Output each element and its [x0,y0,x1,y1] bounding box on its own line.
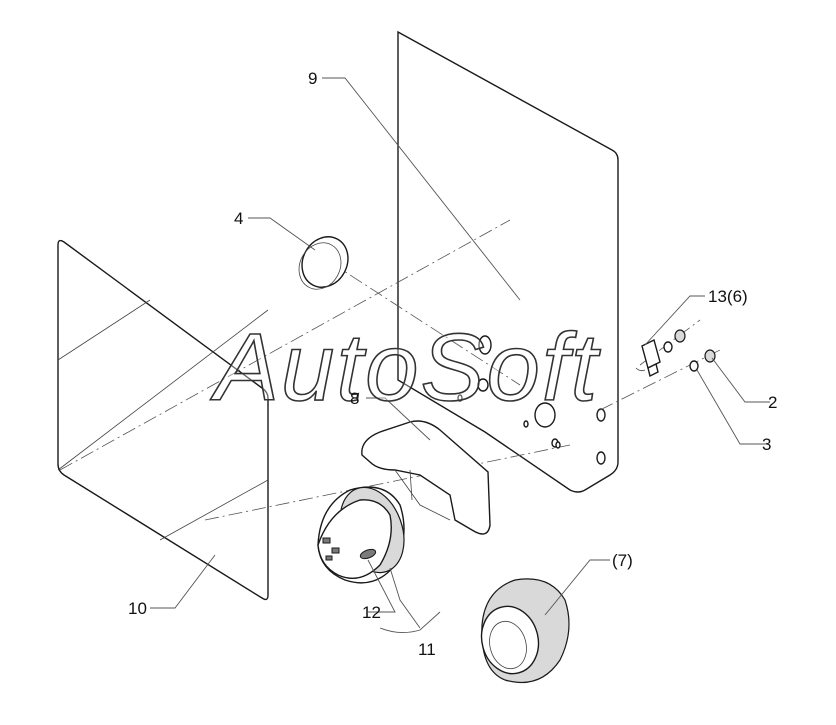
watermark-text: AutoSoft [210,314,601,421]
part-10-sheet [57,239,269,601]
part-4-disc [298,236,349,290]
callout-2: 2 [768,393,777,412]
callout-4: 4 [234,209,243,228]
callout-12: 12 [362,603,381,622]
part-9-panel [397,30,619,493]
part-12-nozzle [317,486,405,584]
small-holes [523,420,561,449]
leader-lines [150,77,770,633]
callout-10: 10 [128,599,147,618]
callout-9: 9 [308,69,317,88]
part-3-washers [663,341,699,372]
part-2-nuts [674,329,716,363]
callout-13: 13(6) [708,287,748,306]
callout-11: 11 [418,640,436,659]
part-7-cap [480,578,570,684]
callout-8: 8 [350,389,359,408]
callout-7: (7) [612,551,633,570]
callout-3: 3 [762,435,771,454]
part-8-bracket [361,420,491,535]
part-13-clip [635,338,661,378]
